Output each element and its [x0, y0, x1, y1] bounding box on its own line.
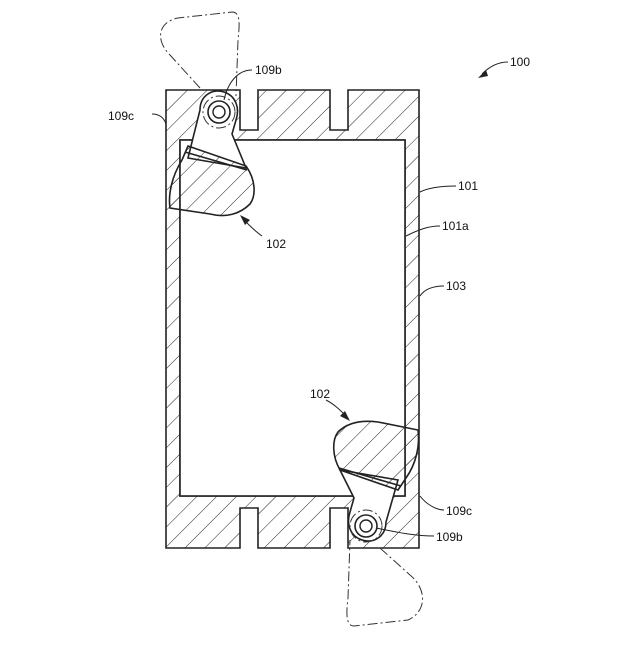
label-body: 101: [458, 179, 478, 193]
label-roller-top: 102: [266, 237, 286, 251]
phantom-lever-bottom: [347, 540, 423, 626]
label-body-inner: 101a: [442, 219, 469, 233]
label-arm-bottom: 109c: [446, 504, 472, 518]
leader-103: [420, 286, 444, 296]
label-pivot-top: 109b: [255, 63, 282, 77]
label-pivot-bottom: 109b: [436, 530, 463, 544]
leader-101: [420, 186, 456, 192]
label-arm-top: 109c: [108, 109, 134, 123]
pivot-bottom-inner: [360, 520, 372, 532]
label-assembly: 100: [510, 55, 530, 69]
label-wall: 103: [446, 279, 466, 293]
arrow-100: [478, 70, 488, 78]
pivot-top-inner: [213, 106, 225, 118]
leader-109c-top: [152, 114, 166, 124]
leader-109c-bottom: [420, 496, 444, 510]
phantom-lever-top: [161, 12, 240, 96]
label-roller-bottom: 102: [310, 387, 330, 401]
